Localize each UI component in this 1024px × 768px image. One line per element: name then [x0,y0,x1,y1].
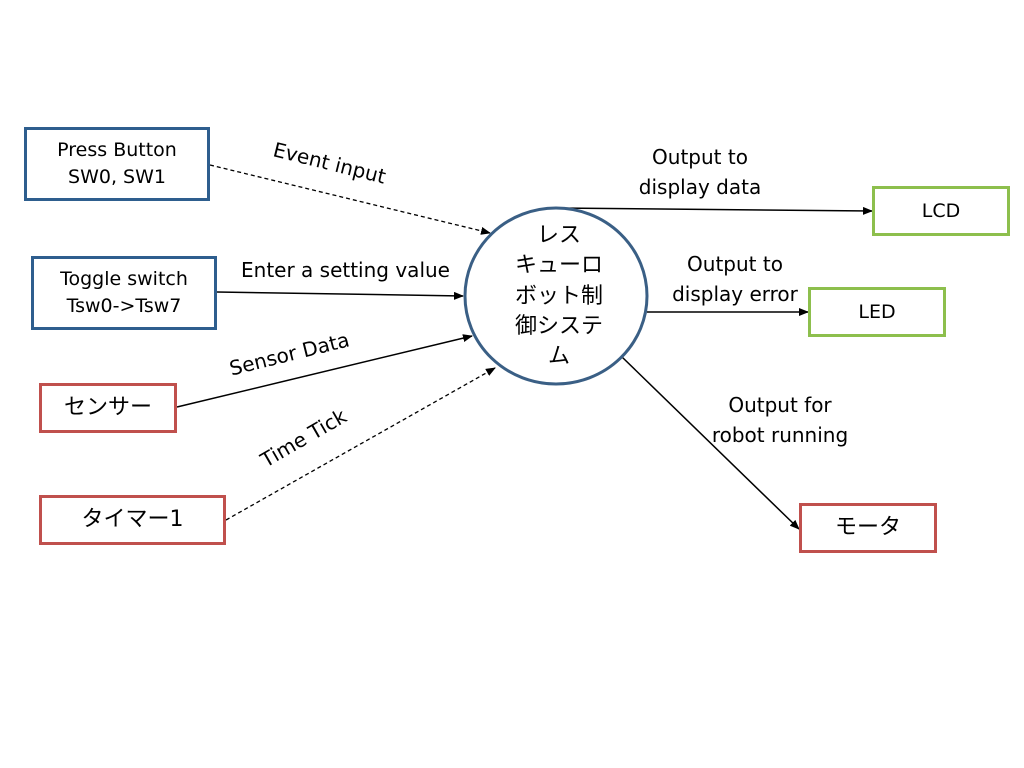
setting-value-arrow [216,291,464,300]
display-error-label: Output to display error [655,249,815,309]
led-entity: LED [808,287,946,337]
toggle-switch-line-2: Tsw0->Tsw7 [66,295,182,317]
setting-value-text: Enter a setting value [241,258,450,282]
setting-value-label: Enter a setting value [241,255,450,285]
sensor-label: センサー [63,394,152,420]
motor-label: モータ [834,514,901,540]
process-line-5: ム [547,344,570,370]
process-label: レス キューロ ボット制 御システ ム [484,221,634,373]
process-line-1: レス [536,223,581,248]
robot-running-line-1: Output for [728,393,832,417]
robot-running-label: Output for robot running [700,390,860,450]
toggle-switch-line-1: Toggle switch [60,268,188,291]
event-input-arrow [209,164,491,235]
process-line-3: ボット制 [514,283,603,309]
press-button-line-1: Press Button [57,139,177,162]
sensor-entity: センサー [39,383,177,433]
display-data-arrow [554,206,873,215]
press-button-line-2: SW0, SW1 [68,166,166,188]
process-circle [463,206,649,386]
press-button-entity: Press Button SW0, SW1 [24,127,210,201]
display-data-line-1: Output to [652,145,748,169]
robot-running-line-2: robot running [711,423,849,447]
robot-running-arrow [621,356,800,530]
lcd-label: LCD [921,199,961,222]
timer-label: タイマー1 [81,506,184,532]
motor-entity: モータ [799,503,937,553]
led-label: LED [858,300,896,323]
toggle-switch-entity: Toggle switch Tsw0->Tsw7 [31,256,217,330]
display-data-label: Output to display data [630,142,770,202]
lcd-entity: LCD [872,186,1010,236]
display-data-line-2: display data [638,175,762,199]
time-tick-arrow [225,367,496,521]
process-line-2: キューロ [514,253,603,279]
sensor-data-arrow [176,334,473,408]
display-error-line-1: Output to [687,252,783,276]
process-line-4: 御システ [514,314,603,340]
timer-entity: タイマー1 [39,495,226,545]
display-error-line-2: display error [672,282,798,306]
